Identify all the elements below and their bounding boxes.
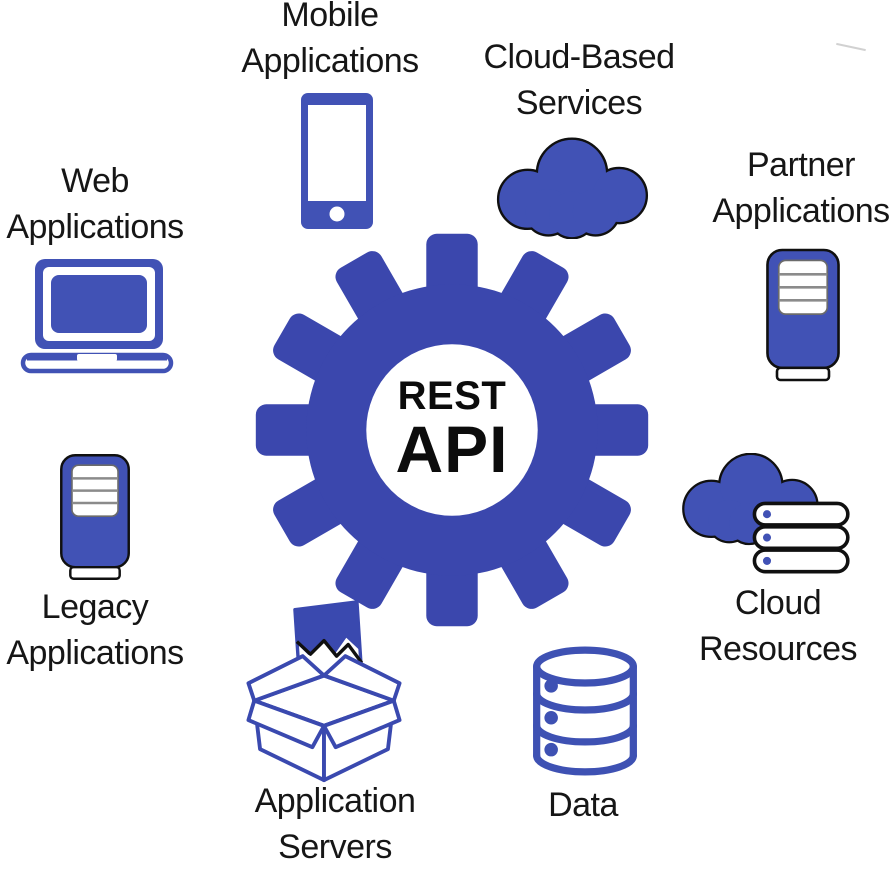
label-data: Data [548, 786, 618, 824]
server-icon [766, 248, 840, 382]
laptop-icon [20, 259, 174, 374]
center-label-line1: REST [397, 374, 507, 418]
gear-icon [255, 233, 649, 627]
smartphone-icon [301, 93, 373, 229]
open-box-icon [246, 600, 402, 783]
label-cloud-resources: Cloud Resources [698, 584, 858, 669]
center-label: REST API [352, 374, 552, 486]
cloud-storage-icon [682, 453, 850, 574]
label-partner-applications: Partner Applications [712, 146, 890, 231]
label-application-servers: Application Servers [254, 782, 416, 867]
cloud-icon [496, 137, 649, 239]
center-label-line2: API [395, 412, 509, 486]
stray-mark [836, 42, 866, 52]
label-cloud-based-services: Cloud-Based Services [483, 38, 675, 123]
server-icon [60, 454, 130, 580]
label-legacy-applications: Legacy Applications [6, 588, 184, 673]
label-mobile-applications: Mobile Applications [241, 0, 419, 81]
label-web-applications: Web Applications [6, 162, 184, 247]
database-icon [533, 646, 637, 776]
